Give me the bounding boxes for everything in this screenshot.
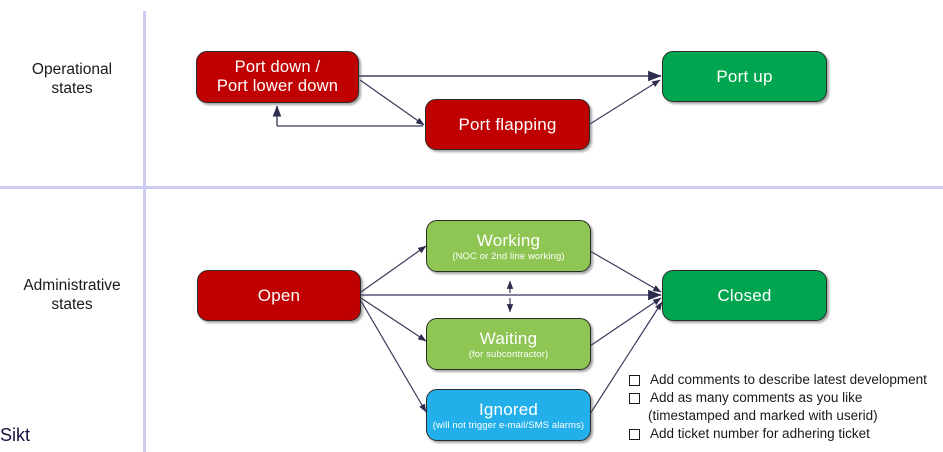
node-port-flapping-title: Port flapping xyxy=(458,115,557,134)
wire-waiting-to-closed xyxy=(589,297,662,347)
vertical-divider xyxy=(143,11,146,452)
wire-ignored-to-closed xyxy=(589,301,663,415)
node-working-subtitle: (NOC or 2nd line working) xyxy=(452,250,565,262)
node-closed-title: Closed xyxy=(717,286,772,305)
checklist-item: Add comments to describe latest developm… xyxy=(629,371,927,388)
node-working[interactable]: Working (NOC or 2nd line working) xyxy=(426,220,591,272)
node-working-title: Working xyxy=(476,230,541,250)
brand-logo-text: Sikt xyxy=(0,425,31,445)
checkbox-icon xyxy=(629,393,640,404)
node-port-down[interactable]: Port down / Port lower down xyxy=(196,51,359,103)
node-port-flapping[interactable]: Port flapping xyxy=(425,99,590,150)
checklist-item-text: Add as many comments as you like xyxy=(650,390,863,405)
wire-working-to-closed xyxy=(589,250,662,293)
checklist-item-text: Add comments to describe latest developm… xyxy=(650,372,927,387)
lane-label-administrative: Administrative states xyxy=(23,277,121,313)
node-ignored[interactable]: Ignored (will not trigger e-mail/SMS ala… xyxy=(426,389,591,441)
wire-open-to-working xyxy=(360,245,427,293)
checklist-item-text: Add ticket number for adhering ticket xyxy=(650,426,870,441)
checklist-item: Add ticket number for adhering ticket xyxy=(629,425,927,442)
node-waiting[interactable]: Waiting (for subcontractor) xyxy=(426,318,591,370)
node-waiting-subtitle: (for subcontractor) xyxy=(468,348,549,360)
checklist-item-continuation: (timestamped and marked with userid) xyxy=(629,407,927,424)
wire-open-to-waiting xyxy=(360,297,427,342)
node-ignored-subtitle: (will not trigger e-mail/SMS alarms) xyxy=(432,419,585,431)
wire-portflapping-to-portup xyxy=(589,79,661,125)
node-closed[interactable]: Closed xyxy=(662,270,827,321)
checkbox-icon xyxy=(629,375,640,386)
node-open-title: Open xyxy=(257,286,301,305)
node-port-down-title: Port down / Port lower down xyxy=(216,57,339,96)
horizontal-divider xyxy=(0,186,943,189)
node-waiting-title: Waiting xyxy=(479,328,538,348)
lane-label-operational: Operational states xyxy=(31,61,113,97)
node-port-up-title: Port up xyxy=(716,67,773,86)
checklist-item: Add as many comments as you like xyxy=(629,389,927,406)
node-ignored-title: Ignored xyxy=(478,399,539,419)
checklist: Add comments to describe latest developm… xyxy=(629,371,927,443)
node-open[interactable]: Open xyxy=(197,270,361,321)
wire-open-to-ignored xyxy=(360,300,427,413)
wire-portdown-to-portflapping xyxy=(359,79,425,126)
checklist-item-text: (timestamped and marked with userid) xyxy=(648,408,878,423)
node-port-up[interactable]: Port up xyxy=(662,51,827,102)
checkbox-icon xyxy=(629,429,640,440)
